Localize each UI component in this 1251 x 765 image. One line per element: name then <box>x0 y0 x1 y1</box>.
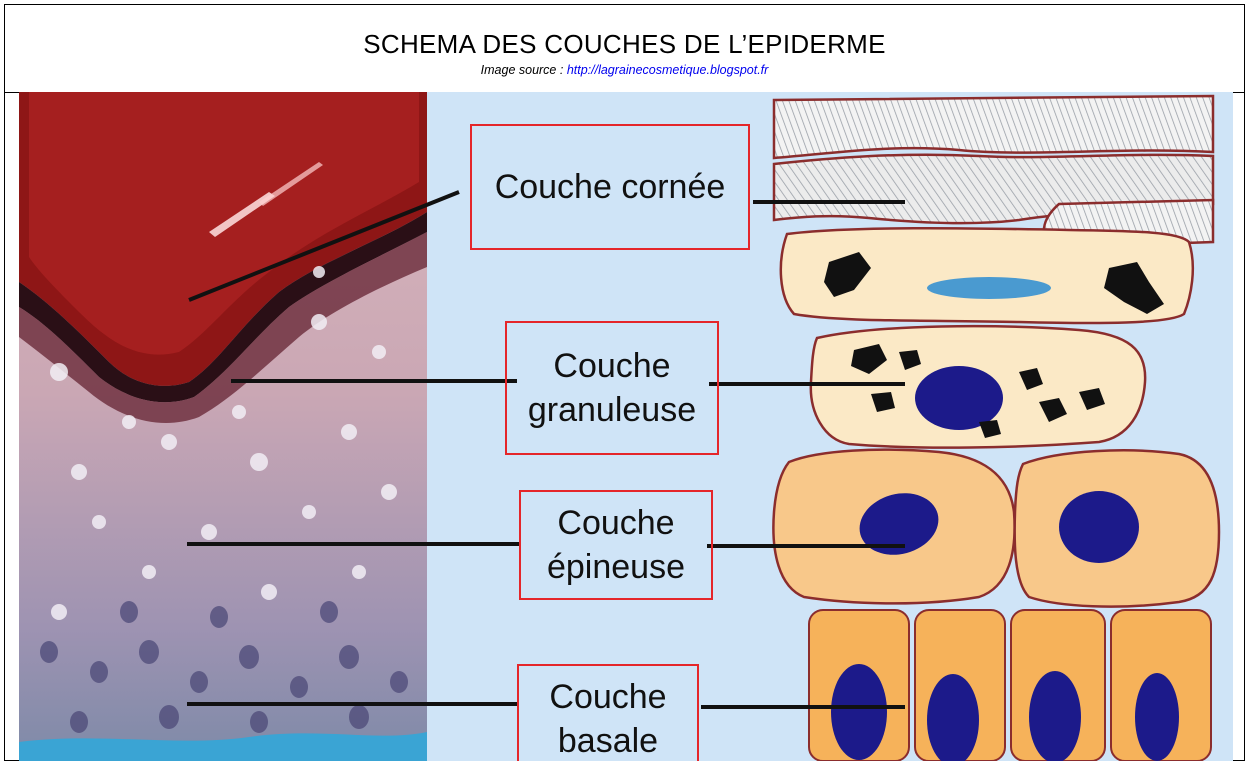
page-title: SCHEMA DES COUCHES DE L’EPIDERME <box>5 29 1244 60</box>
label-couche-basale-line1: Couche <box>549 675 666 719</box>
label-couche-basale-line2: basale <box>558 719 658 761</box>
label-couche-granuleuse: Couche granuleuse <box>505 321 719 455</box>
label-couche-epineuse-line2: épineuse <box>547 545 685 589</box>
label-couche-granuleuse-line1: Couche <box>553 344 670 388</box>
image-source-prefix: Image source : <box>481 63 567 77</box>
histology-photo <box>19 92 427 761</box>
label-couche-epineuse: Couche épineuse <box>519 490 713 600</box>
image-source-link[interactable]: http://lagrainecosmetique.blogspot.fr <box>567 63 769 77</box>
epidermis-figure: Couche cornée Couche granuleuse Couche é… <box>19 92 1233 761</box>
header: SCHEMA DES COUCHES DE L’EPIDERME Image s… <box>5 5 1244 93</box>
cell-schematic <box>773 96 1219 761</box>
label-couche-granuleuse-line2: granuleuse <box>528 388 696 432</box>
label-couche-basale: Couche basale <box>517 664 699 761</box>
image-source: Image source : http://lagrainecosmetique… <box>5 63 1244 77</box>
label-couche-cornee: Couche cornée <box>470 124 750 250</box>
label-couche-cornee-text: Couche cornée <box>495 165 726 209</box>
label-couche-epineuse-line1: Couche <box>557 501 674 545</box>
